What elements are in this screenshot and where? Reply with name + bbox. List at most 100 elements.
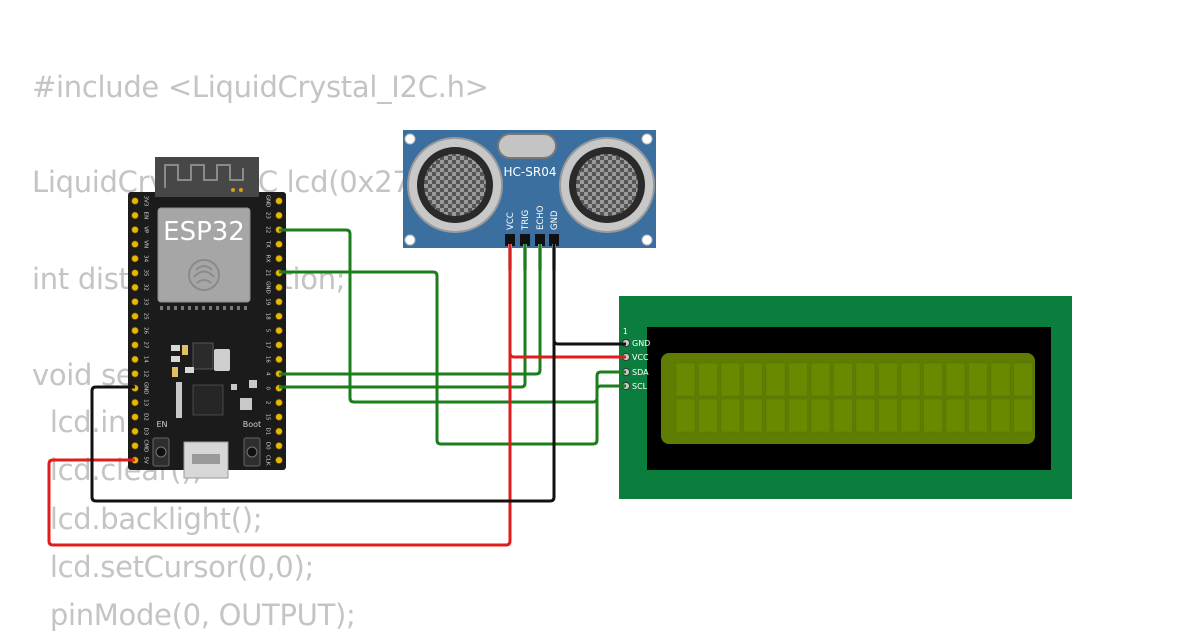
code-line: lcd.setCursor(0,0); [32,550,314,584]
sensor-pin-label: VCC [506,212,516,230]
lcd-character-cell [1013,362,1033,397]
lcd-character-cell [990,362,1011,397]
esp32-pin[interactable] [131,355,139,364]
lcd-character-cell [1013,398,1033,433]
esp32-pin[interactable] [131,327,139,335]
esp32-pin[interactable] [275,427,283,436]
en-label: EN [156,420,167,429]
antenna-pad [239,188,243,192]
esp32-pin-label: D3 [143,428,149,436]
en-button[interactable] [152,437,170,467]
esp32-pin[interactable] [131,298,139,306]
wire-5v[interactable] [47,244,512,547]
lcd-character-cell [923,398,943,433]
esp32-pin[interactable] [275,298,283,306]
esp32-pin[interactable] [131,269,139,277]
esp32-pin[interactable] [275,283,283,292]
lcd-character-cell [833,362,853,397]
smd-component [231,384,237,390]
esp32-pin[interactable] [275,197,283,205]
lcd-pin-label: VCC [632,353,649,362]
lcd-character-cell [788,398,808,433]
wire-trig[interactable] [279,244,527,389]
esp32-pin[interactable] [131,197,139,205]
esp32-pin-label: 35 [143,270,149,277]
esp32-pin[interactable] [131,341,139,349]
lcd-pin-one-marker: 1 [623,327,628,336]
lcd-character-cell [855,398,876,433]
wire-lcd-vcc[interactable] [508,352,626,359]
esp32-pin-label: CMD [143,439,149,452]
esp32-pin-label: 23 [265,212,271,219]
esp32-pin-label: 21 [265,270,271,277]
sensor-pin-housing [505,234,515,246]
wire-sda[interactable] [279,270,626,446]
lcd-character-cell [743,362,763,397]
esp32-pin[interactable] [131,283,139,292]
lcd-character-cell [990,398,1011,433]
esp32-pin-label: 18 [265,313,271,320]
esp32-pin[interactable] [275,456,283,464]
sensor-pin-housing [520,234,530,246]
esp32-pin-label: GND [265,281,271,294]
lcd-character-cell [945,398,966,433]
esp32-pin[interactable] [131,226,139,234]
esp32-pin[interactable] [275,240,283,248]
esp32-pin[interactable] [275,327,283,335]
wire-lcd-gnd[interactable] [552,339,626,346]
lcd-character-cell [743,398,763,433]
esp32-pin-label: VN [143,240,149,248]
esp32-pin-label: 34 [143,255,149,262]
wire-echo[interactable] [279,244,542,376]
esp32-pin[interactable] [131,211,139,219]
lcd-character-cell [968,362,988,397]
esp32-pin[interactable] [131,427,139,436]
lcd-character-cell [720,362,741,397]
lcd-character-cell [923,362,943,397]
esp32-board[interactable]: ESP32 EN Boot [128,157,286,479]
esp32-pin[interactable] [275,442,283,450]
esp32-pin-label: 14 [143,356,149,363]
esp32-pin[interactable] [275,355,283,364]
antenna-pad [231,188,235,192]
lcd-character-grid [675,362,1033,433]
esp32-pin[interactable] [275,413,283,421]
esp32-pin-label: GND [265,195,271,208]
code-line: #include <LiquidCrystal_I2C.h> [32,70,489,104]
lcd-character-cell [878,362,898,397]
lcd-pin-label: GND [632,339,650,348]
esp32-pin[interactable] [131,442,139,450]
mounting-hole [404,234,416,246]
esp32-pin-label: TX [265,240,271,248]
esp32-pin[interactable] [131,240,139,248]
esp32-pin[interactable] [275,255,283,263]
lcd-pin-label: SCL [632,382,648,391]
esp32-pin[interactable] [131,413,139,421]
wire-gnd[interactable] [90,244,556,503]
sensor-pin-label: GND [550,210,560,230]
esp32-pin[interactable] [131,399,139,407]
esp32-pin-label: GND [143,382,149,395]
lcd-character-cell [765,398,786,433]
esp32-pin[interactable] [275,211,283,219]
sensor-pin-label: TRIG [521,210,531,231]
esp32-pin[interactable] [275,399,283,407]
esp32-pin[interactable] [131,255,139,263]
smd-component [172,367,178,377]
esp32-pin[interactable] [275,341,283,349]
sensor-pin-label: ECHO [536,205,546,230]
esp32-pin-label: 25 [143,313,149,320]
esp32-pin[interactable] [131,312,139,320]
esp32-pin-label: 32 [143,284,149,291]
esp32-pin-label: 22 [265,226,271,233]
wire-scl[interactable] [279,228,626,404]
lcd-character-cell [810,398,831,433]
boot-button[interactable] [243,437,261,467]
sensor-pin-housing [549,234,559,246]
esp32-pin[interactable] [131,370,139,378]
esp32-pin[interactable] [275,312,283,320]
